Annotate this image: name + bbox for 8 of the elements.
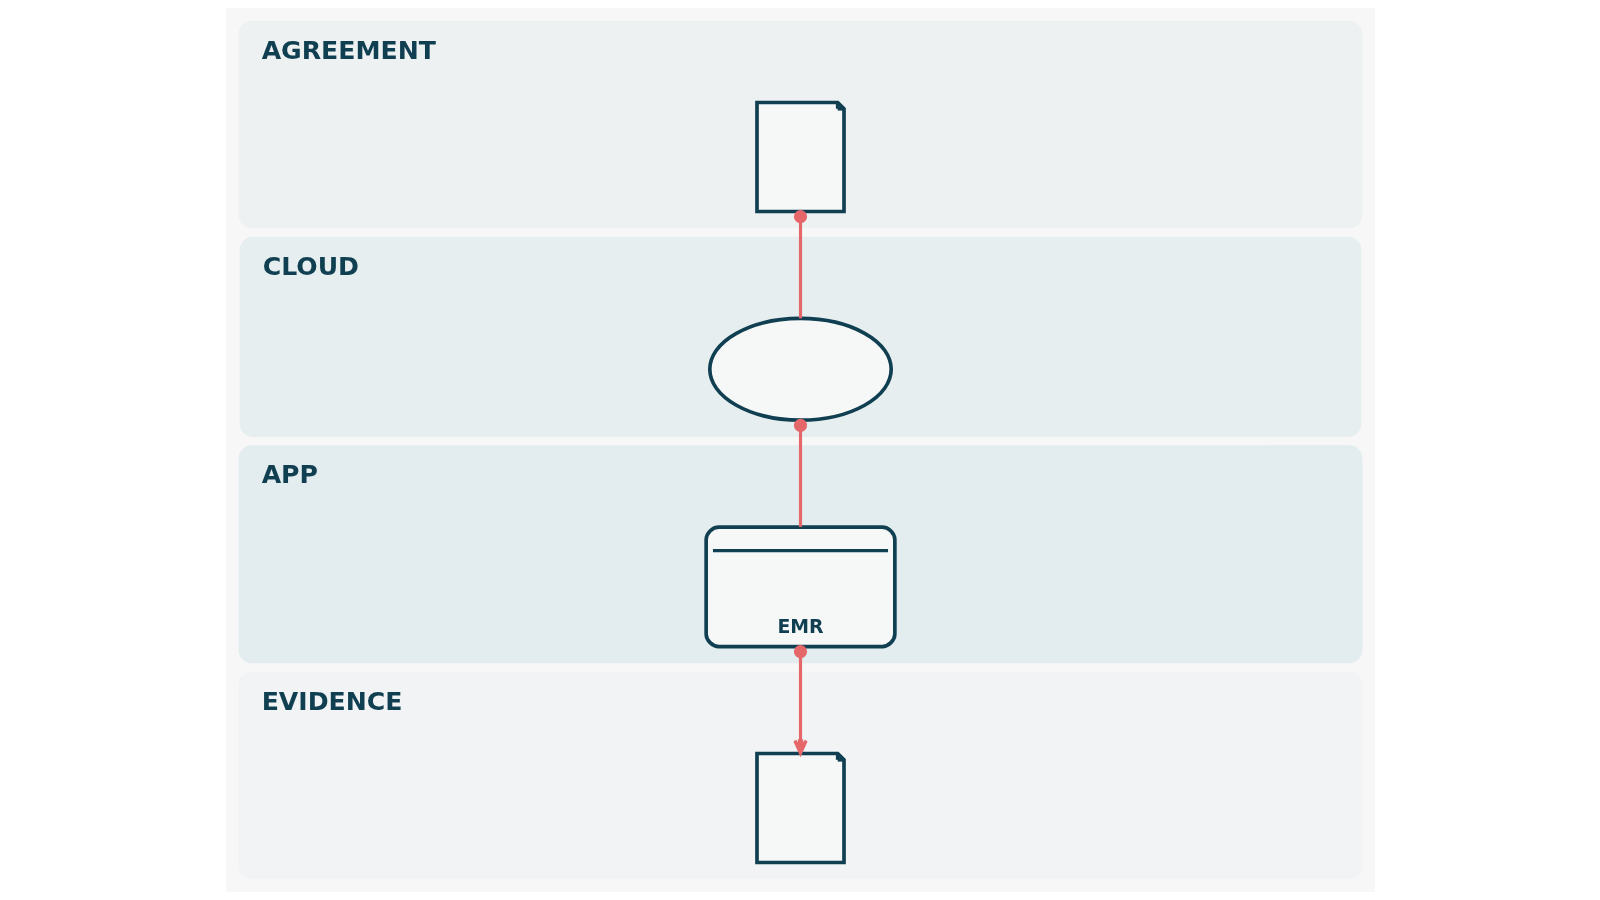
arrow <box>792 645 808 755</box>
connector <box>793 418 807 527</box>
cluster: AGREEMENT <box>238 20 1362 229</box>
cluster: CLOUD <box>239 236 1361 437</box>
node-cloud <box>707 316 893 422</box>
connector <box>793 210 807 319</box>
cluster: EVIDENCE <box>238 671 1362 880</box>
node-box: EMR <box>703 525 897 649</box>
